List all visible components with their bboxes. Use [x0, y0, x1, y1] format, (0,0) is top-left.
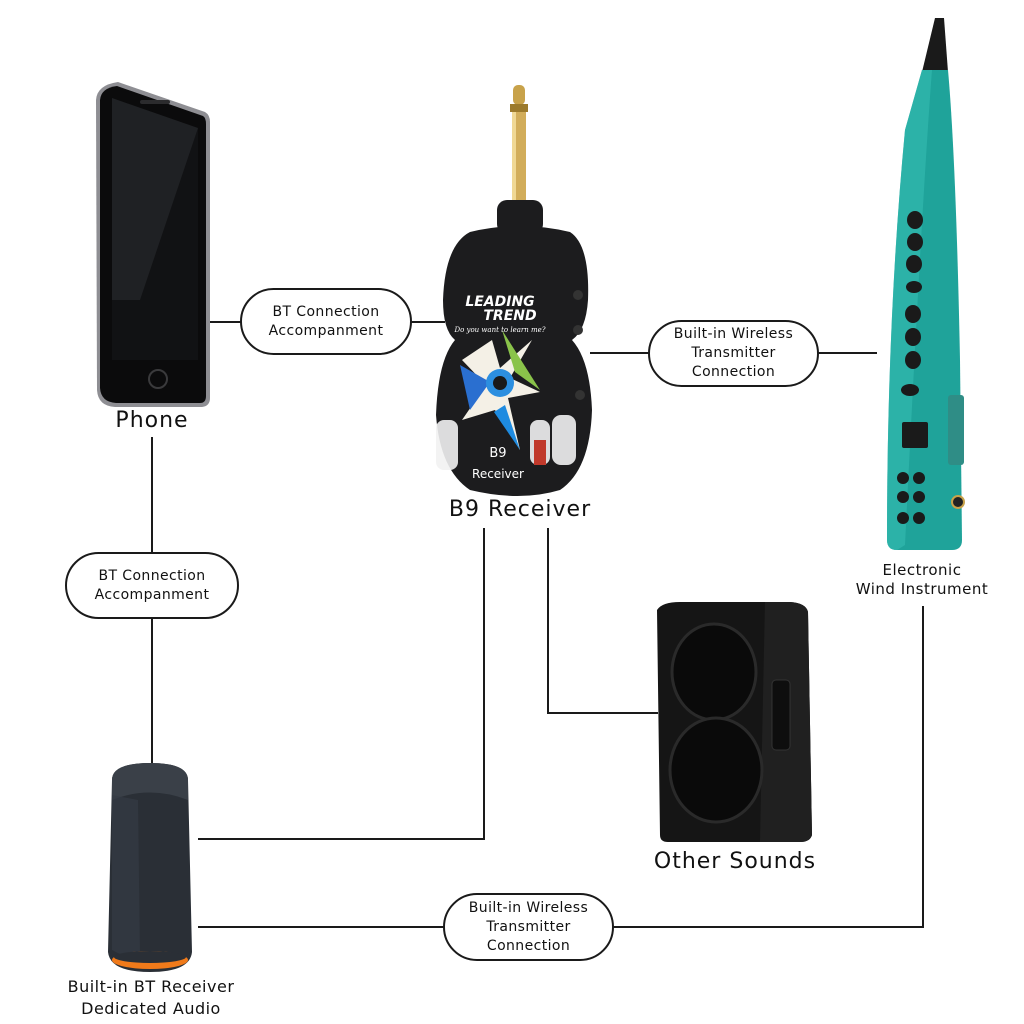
- edge-bt-speaker-receiver: [198, 528, 485, 840]
- speaker-label: Other Sounds: [653, 849, 817, 874]
- speaker-image: [657, 602, 812, 842]
- edge-label-line: Transmitter: [691, 345, 776, 361]
- edge-label-receiver-instrument: Built-in Wireless Transmitter Connection: [648, 320, 819, 387]
- edge-label-line: Built-in Wireless: [468, 899, 589, 916]
- edge-label-line: Transmitter: [486, 918, 571, 935]
- receiver-body-model: B9: [489, 446, 506, 461]
- wind-instrument-label: Electronic Wind Instrument: [832, 561, 1012, 599]
- phone-label: Phone: [115, 408, 189, 433]
- edge-bt-speaker-instrument: [198, 606, 924, 928]
- receiver-tagline: Do you want to learn me?: [453, 326, 545, 334]
- edge-label-line: Accompanment: [268, 322, 384, 339]
- bt-speaker-image: [108, 763, 192, 972]
- bt-speaker-label-line2: Dedicated Audio: [81, 999, 221, 1018]
- wind-instrument-image: [887, 18, 965, 550]
- edge-label-line: Connection: [486, 937, 571, 954]
- edge-label-line: BT Connection: [98, 567, 206, 584]
- phone-image: [96, 82, 210, 407]
- bt-speaker-label: Built-in BT Receiver Dedicated Audio: [40, 976, 262, 1020]
- receiver-body-name: Receiver: [472, 467, 524, 481]
- wind-instrument-label-line2: Wind Instrument: [855, 580, 989, 598]
- wind-instrument-label-line1: Electronic: [882, 561, 962, 579]
- edge-label-bt-speaker-instrument: Built-in Wireless Transmitter Connection: [443, 893, 614, 961]
- connector-lines: [151, 321, 924, 928]
- edge-label-phone-bt-speaker: BT Connection Accompanment: [65, 552, 239, 619]
- edge-label-line: BT Connection: [272, 303, 380, 320]
- receiver-brand-line1: LEADING: [465, 294, 534, 310]
- edge-label-line: Connection: [691, 364, 776, 380]
- receiver-label: B9 Receiver: [448, 497, 592, 522]
- edge-receiver-speaker: [547, 528, 658, 714]
- edge-label-line: Built-in Wireless: [673, 326, 794, 342]
- receiver-brand-line2: TREND: [483, 308, 536, 324]
- bt-speaker-label-line1: Built-in BT Receiver: [67, 977, 235, 996]
- edge-label-phone-receiver: BT Connection Accompanment: [240, 288, 412, 355]
- edge-label-line: Accompanment: [94, 586, 210, 603]
- receiver-image: LEADING TREND Do you want to learn me? B…: [436, 85, 592, 496]
